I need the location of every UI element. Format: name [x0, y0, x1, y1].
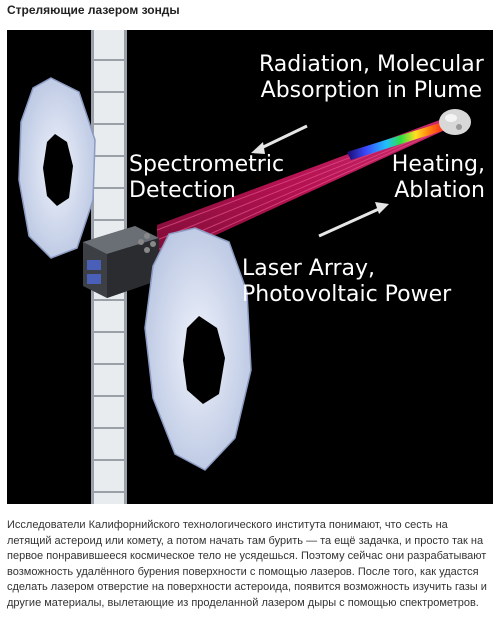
label-heating-line2: Ablation: [394, 178, 485, 203]
label-radiation: Radiation, Molecular Absorption in Plume: [259, 52, 484, 104]
label-heating: Heating, Ablation: [392, 152, 485, 204]
label-radiation-line1: Radiation, Molecular: [259, 52, 484, 77]
label-radiation-line2: Absorption in Plume: [260, 78, 483, 103]
asteroid: [439, 109, 471, 135]
spacecraft-bus: [83, 226, 159, 298]
label-heating-line1: Heating,: [391, 152, 485, 177]
article-paragraph: Исследователи Калифорнийского технологич…: [7, 519, 487, 609]
arrow-heating: [318, 202, 389, 238]
illustration: Radiation, Molecular Absorption in Plume…: [7, 30, 493, 504]
probe-illustration: [18, 30, 471, 504]
label-laser-array: Laser Array, Photovoltaic Power: [242, 256, 451, 308]
label-spectrometric-line1: Spectrometric: [129, 152, 285, 177]
label-spectrometric: Spectrometric Detection: [129, 152, 284, 204]
solar-panel-left: [18, 77, 96, 259]
article-title: Стреляющие лазером зонды: [7, 3, 180, 17]
label-laser-array-line1: Laser Array,: [242, 256, 376, 281]
label-laser-array-line2: Photovoltaic Power: [242, 282, 452, 307]
spectrum-plume: [347, 122, 445, 160]
solar-panel-right: [144, 227, 252, 471]
label-spectrometric-line2: Detection: [129, 178, 236, 203]
laser-beam: [156, 118, 446, 262]
arrow-radiation: [251, 124, 308, 154]
